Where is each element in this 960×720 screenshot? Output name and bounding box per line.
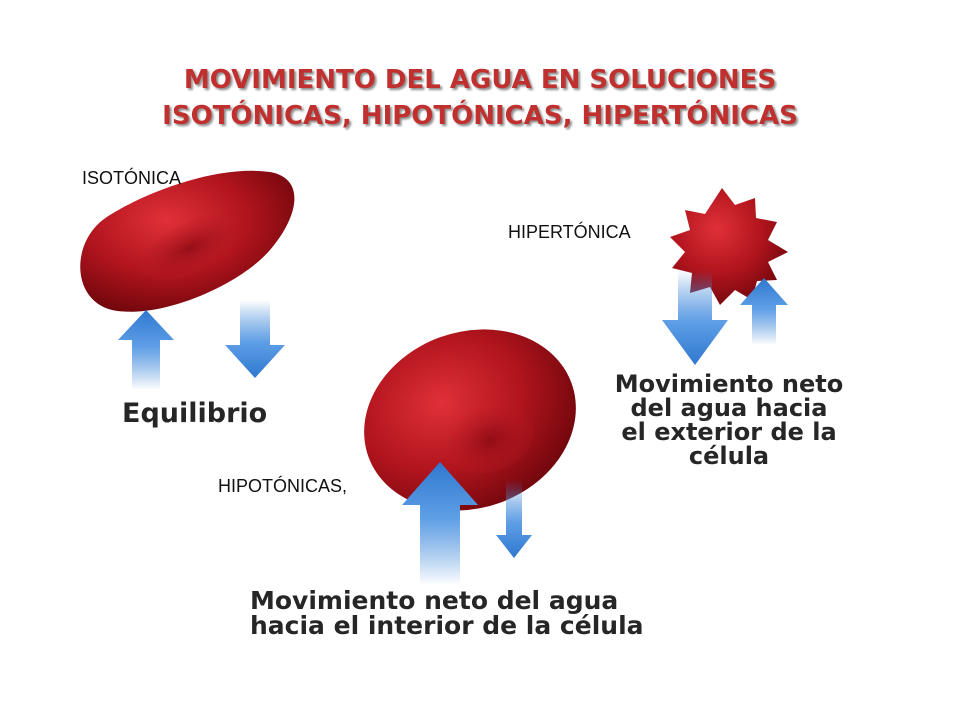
hypertonic-arrow-up xyxy=(740,278,788,345)
hypotonic-arrow-up xyxy=(402,462,478,585)
caption-equilibrio-text: Equilibrio xyxy=(122,398,268,429)
isotonic-cell xyxy=(80,170,295,312)
slide-title: MOVIMIENTO DEL AGUA EN SOLUCIONES ISOTÓN… xyxy=(0,62,960,134)
caption-exterior-line-2: del agua hacia xyxy=(630,394,828,422)
isotonic-arrow-down xyxy=(225,300,285,378)
caption-interior-line-2: hacia el interior de la célula xyxy=(250,611,644,640)
caption-exterior-line-3: el exterior de la xyxy=(621,418,837,446)
label-hipotonicas: HIPOTÓNICAS, xyxy=(218,476,348,496)
hypertonic-arrow-down xyxy=(662,270,728,365)
title-line-2: ISOTÓNICAS, HIPOTÓNICAS, HIPERTÓNICAS xyxy=(162,101,798,131)
caption-exterior-line-1: Movimiento neto xyxy=(614,370,844,398)
hypotonic-arrow-down xyxy=(496,480,532,558)
caption-interior: Movimiento neto del agua hacia el interi… xyxy=(250,588,644,638)
caption-interior-line-1: Movimiento neto del agua xyxy=(250,586,619,615)
caption-equilibrio: Equilibrio xyxy=(122,400,267,427)
hypotonic-cell xyxy=(364,329,576,511)
caption-exterior: Movimiento neto del agua hacia el exteri… xyxy=(598,372,860,468)
title-line-1: MOVIMIENTO DEL AGUA EN SOLUCIONES xyxy=(183,65,777,95)
label-isotonica: ISOTÓNICA xyxy=(82,168,182,188)
label-hipertonica: HIPERTÓNICA xyxy=(508,222,631,242)
caption-exterior-line-4: célula xyxy=(688,442,770,470)
isotonic-arrow-up xyxy=(118,310,174,390)
